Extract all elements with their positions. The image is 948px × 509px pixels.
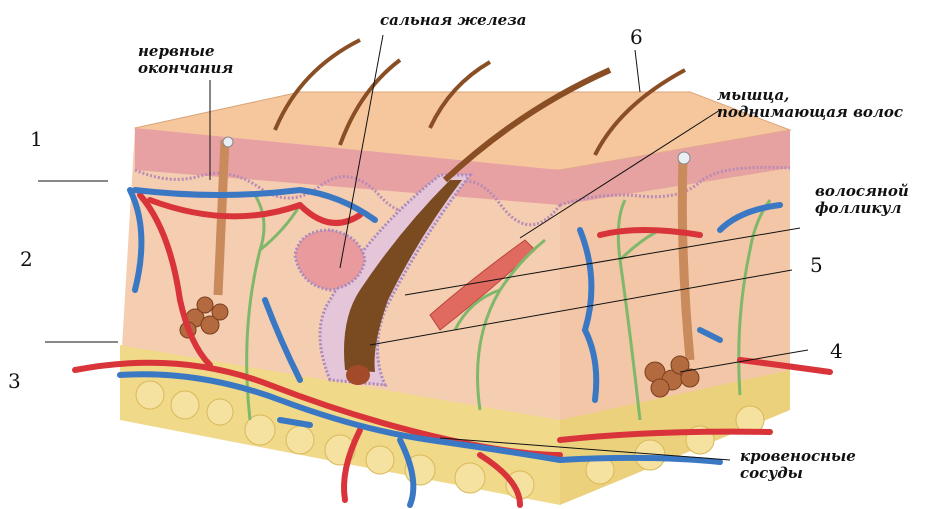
label-blood-vessels: кровеносные сосуды	[740, 448, 856, 482]
number-5: 5	[810, 254, 823, 276]
label-sebaceous-gland: сальная железа	[380, 12, 526, 29]
label-nerve-endings: нервные окончания	[138, 43, 233, 77]
number-3: 3	[8, 370, 21, 392]
number-6: 6	[630, 26, 643, 48]
label-blood-vessels-line2: сосуды	[740, 465, 856, 482]
label-blood-vessels-line1: кровеносные	[740, 448, 856, 465]
label-hair-follicle: волосяной фолликул	[815, 183, 909, 217]
label-hair-muscle-line2: поднимающая волос	[717, 104, 903, 121]
number-1: 1	[30, 128, 43, 150]
number-4: 4	[830, 340, 843, 362]
label-hair-follicle-line2: фолликул	[815, 200, 909, 217]
number-2: 2	[20, 248, 33, 270]
label-nerve-endings-line2: окончания	[138, 60, 233, 77]
label-hair-muscle: мышца, поднимающая волос	[717, 87, 903, 121]
label-hair-follicle-line1: волосяной	[815, 183, 909, 200]
label-hair-muscle-line1: мышца,	[717, 87, 903, 104]
label-nerve-endings-line1: нервные	[138, 43, 233, 60]
